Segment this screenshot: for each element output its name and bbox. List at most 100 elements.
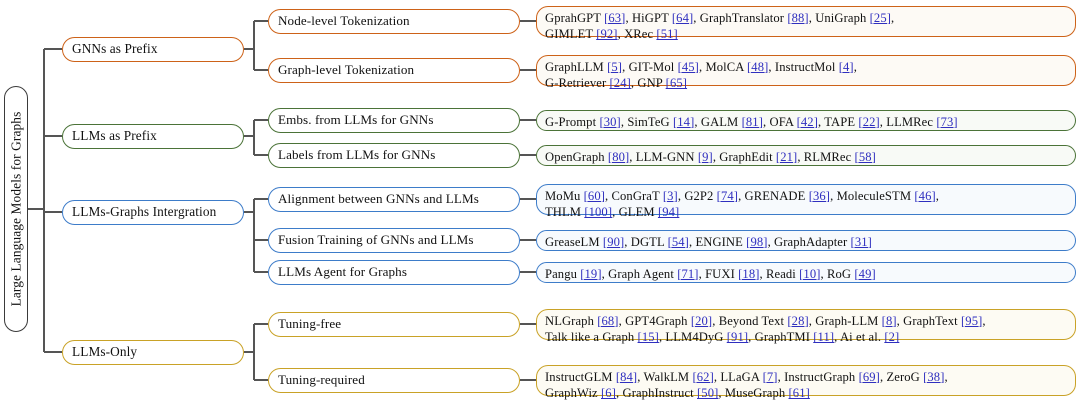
citation-link[interactable]: [9] (697, 149, 713, 164)
citation-link[interactable]: [14] (672, 114, 695, 129)
category-node-fusion-training-of-gnns-and-llms[interactable]: Fusion Training of GNNs and LLMs (268, 227, 520, 253)
citation-link[interactable]: [28] (787, 313, 809, 328)
citation-link[interactable]: [21] (775, 149, 798, 164)
citation-link[interactable]: [50] (697, 386, 719, 401)
citation-link[interactable]: [64] (671, 10, 694, 25)
root-node-label: Large Language Models for Graphs (8, 111, 24, 307)
leaf-line: G-Retriever [24], GNP [65] (545, 76, 688, 91)
citation-link[interactable]: [51] (656, 27, 678, 42)
connector-line-horizontal (254, 198, 268, 200)
citation-link[interactable]: [11] (813, 330, 835, 345)
citation-link[interactable]: [60] (583, 188, 606, 203)
citation-link[interactable]: [15] (637, 330, 659, 345)
connector-line-horizontal (520, 239, 536, 241)
citation-link[interactable]: [71] (677, 266, 699, 281)
category-node-label: Tuning-free (278, 316, 342, 332)
branch-node-llms-only[interactable]: LLMs-Only (62, 339, 244, 365)
leaf-box-tuning-required[interactable]: InstructGLM [84], WalkLM [62], LLaGA [7]… (536, 364, 1076, 400)
connector-line-vertical (253, 21, 255, 70)
branch-node-llms-as-prefix[interactable]: LLMs as Prefix (62, 123, 244, 149)
category-node-node-level-tokenization[interactable]: Node-level Tokenization (268, 8, 520, 34)
citation-link[interactable]: [4] (838, 59, 854, 74)
category-node-alignment-between-gnns-and-llms[interactable]: Alignment between GNNs and LLMs (268, 186, 520, 212)
citation-link[interactable]: [6] (601, 386, 616, 401)
citation-link[interactable]: [90] (602, 234, 625, 249)
branch-node-label: LLMs-Graphs Intergration (72, 204, 217, 220)
category-node-labels-from-llms-for-gnns[interactable]: Labels from LLMs for GNNs (268, 142, 520, 168)
citation-link[interactable]: [91] (726, 330, 749, 345)
category-node-graph-level-tokenization[interactable]: Graph-level Tokenization (268, 57, 520, 83)
citation-link[interactable]: [20] (690, 313, 713, 328)
leaf-line: GreaseLM [90], DGTL [54], ENGINE [98], G… (545, 234, 872, 249)
citation-link[interactable]: [92] (596, 27, 618, 42)
citation-link[interactable]: [81] (741, 114, 763, 129)
citation-link[interactable]: [19] (580, 266, 602, 281)
citation-link[interactable]: [61] (788, 386, 810, 401)
citation-link[interactable]: [24] (609, 76, 631, 91)
citation-link[interactable]: [88] (787, 10, 809, 25)
citation-link[interactable]: [95] (961, 313, 983, 328)
leaf-box-tuning-free[interactable]: NLGraph [68], GPT4Graph [20], Beyond Tex… (536, 308, 1076, 344)
citation-link[interactable]: [48] (747, 59, 769, 74)
citation-link[interactable]: [84] (615, 369, 638, 384)
citation-link[interactable]: [8] (881, 313, 897, 328)
connector-line-vertical (43, 49, 45, 352)
citation-link[interactable]: [25] (869, 10, 892, 25)
connector-line-horizontal (28, 208, 44, 210)
branch-node-gnns-as-prefix[interactable]: GNNs as Prefix (62, 36, 244, 62)
category-node-tuning-required[interactable]: Tuning-required (268, 367, 520, 393)
citation-link[interactable]: [31] (850, 234, 872, 249)
connector-line-horizontal (520, 198, 536, 200)
citation-link[interactable]: [54] (667, 234, 689, 249)
connector-line-vertical (253, 199, 255, 272)
citation-link[interactable]: [62] (692, 369, 714, 384)
citation-link[interactable]: [73] (936, 114, 958, 129)
branch-node-llms-graphs-intergration[interactable]: LLMs-Graphs Intergration (62, 199, 244, 225)
citation-link[interactable]: [74] (716, 188, 739, 203)
leaf-box-graph-level-tokenization[interactable]: GraphLLM [5], GIT-Mol [45], MolCA [48], … (536, 54, 1076, 90)
leaf-line: OpenGraph [80], LLM-GNN [9], GraphEdit [… (545, 149, 876, 164)
citation-link[interactable]: [30] (599, 114, 621, 129)
citation-link[interactable]: [38] (923, 369, 945, 384)
citation-link[interactable]: [45] (677, 59, 699, 74)
citation-link[interactable]: [5] (607, 59, 623, 74)
citation-link[interactable]: [80] (607, 149, 630, 164)
root-node[interactable]: Large Language Models for Graphs (4, 86, 28, 332)
citation-link[interactable]: [68] (597, 313, 619, 328)
connector-line-horizontal (254, 69, 268, 71)
citation-link[interactable]: [63] (604, 10, 626, 25)
leaf-box-embs-from-llms-for-gnns[interactable]: G-Prompt [30], SimTeG [14], GALM [81], O… (536, 109, 1076, 131)
citation-link[interactable]: [46] (914, 188, 936, 203)
citation-link[interactable]: [3] (662, 188, 678, 203)
citation-link[interactable]: [98] (746, 234, 768, 249)
leaf-box-llms-agent-for-graphs[interactable]: Pangu [19], Graph Agent [71], FUXI [18],… (536, 261, 1076, 283)
category-node-tuning-free[interactable]: Tuning-free (268, 311, 520, 337)
connector-line-horizontal (254, 271, 268, 273)
leaf-box-fusion-training-of-gnns-and-llms[interactable]: GreaseLM [90], DGTL [54], ENGINE [98], G… (536, 229, 1076, 251)
citation-link[interactable]: [100] (584, 205, 613, 220)
citation-link[interactable]: [94] (657, 205, 680, 220)
citation-link[interactable]: [2] (884, 330, 900, 345)
connector-line-vertical (253, 324, 255, 380)
citation-link[interactable]: [69] (858, 369, 880, 384)
citation-link[interactable]: [58] (854, 149, 876, 164)
citation-link[interactable]: [18] (738, 266, 760, 281)
citation-link[interactable]: [42] (796, 114, 818, 129)
citation-link[interactable]: [36] (808, 188, 831, 203)
leaf-box-labels-from-llms-for-gnns[interactable]: OpenGraph [80], LLM-GNN [9], GraphEdit [… (536, 144, 1076, 166)
leaf-box-alignment-between-gnns-and-llms[interactable]: MoMu [60], ConGraT [3], G2P2 [74], GRENA… (536, 183, 1076, 219)
citation-link[interactable]: [22] (858, 114, 880, 129)
citation-link[interactable]: [65] (665, 76, 688, 91)
citation-link[interactable]: [49] (854, 266, 876, 281)
citation-link[interactable]: [10] (799, 266, 821, 281)
citation-link[interactable]: [7] (762, 369, 778, 384)
connector-line-horizontal (254, 379, 268, 381)
leaf-line: GraphWiz [6], GraphInstruct [50], MuseGr… (545, 386, 810, 401)
connector-line-horizontal (44, 211, 62, 213)
category-node-label: LLMs Agent for Graphs (278, 264, 408, 280)
category-node-embs-from-llms-for-gnns[interactable]: Embs. from LLMs for GNNs (268, 107, 520, 133)
leaf-line: NLGraph [68], GPT4Graph [20], Beyond Tex… (545, 313, 986, 328)
leaf-box-node-level-tokenization[interactable]: GprahGPT [63], HiGPT [64], GraphTranslat… (536, 5, 1076, 41)
connector-line-horizontal (520, 20, 536, 22)
category-node-llms-agent-for-graphs[interactable]: LLMs Agent for Graphs (268, 259, 520, 285)
